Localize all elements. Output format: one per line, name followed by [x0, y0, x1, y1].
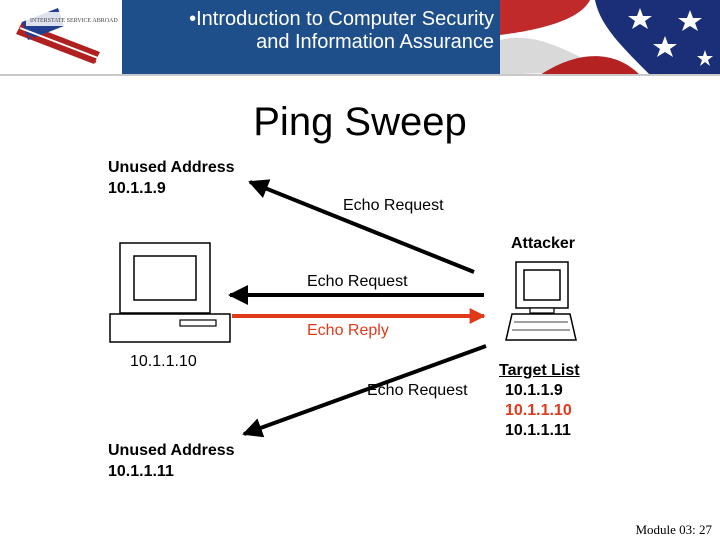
- echo-request-label-bottom: Echo Request: [367, 382, 468, 399]
- course-title-line-2: and Information Assurance: [256, 31, 494, 53]
- echo-reply-label: Echo Reply: [307, 322, 389, 339]
- unused-address-top-ip: 10.1.1.9: [108, 180, 166, 197]
- host-computer-icon: [109, 242, 231, 343]
- header-divider: [0, 74, 720, 76]
- unused-address-bottom-ip: 10.1.1.11: [108, 463, 174, 480]
- unused-address-bottom-label: Unused Address: [108, 442, 235, 459]
- flag-stars-icon: [500, 0, 720, 75]
- echo-request-arrow-to-unused-top: [248, 179, 475, 274]
- svg-text:INTERSTATE SERVICE ABROAD: INTERSTATE SERVICE ABROAD: [30, 18, 118, 24]
- slide-header: INTERSTATE SERVICE ABROAD •Introduction …: [0, 0, 720, 75]
- target-list-heading: Target List: [499, 362, 580, 379]
- target-list-item: 10.1.1.10: [505, 402, 572, 419]
- course-title-banner: •Introduction to Computer Security and I…: [122, 0, 500, 75]
- echo-request-label-top: Echo Request: [343, 197, 444, 214]
- echo-request-arrow-to-unused-bottom: [242, 344, 487, 438]
- attacker-label: Attacker: [511, 235, 576, 252]
- echo-request-label-mid: Echo Request: [307, 273, 408, 290]
- target-list: Target List 10.1.1.9 10.1.1.10 10.1.1.11: [499, 362, 580, 440]
- target-list-item: 10.1.1.11: [505, 422, 571, 439]
- attacker-computer-icon: [505, 261, 577, 341]
- host-ip-label: 10.1.1.10: [130, 353, 197, 370]
- target-list-item: 10.1.1.9: [505, 382, 563, 399]
- logo: INTERSTATE SERVICE ABROAD: [0, 0, 120, 75]
- flag-banner: [500, 0, 720, 75]
- slide-title: Ping Sweep: [253, 100, 467, 144]
- unused-address-top-label: Unused Address: [108, 159, 235, 176]
- page-number: Module 03: 27: [635, 522, 712, 537]
- flag-logo-icon: INTERSTATE SERVICE ABROAD: [16, 8, 118, 64]
- course-title-line-1: •Introduction to Computer Security: [189, 8, 494, 30]
